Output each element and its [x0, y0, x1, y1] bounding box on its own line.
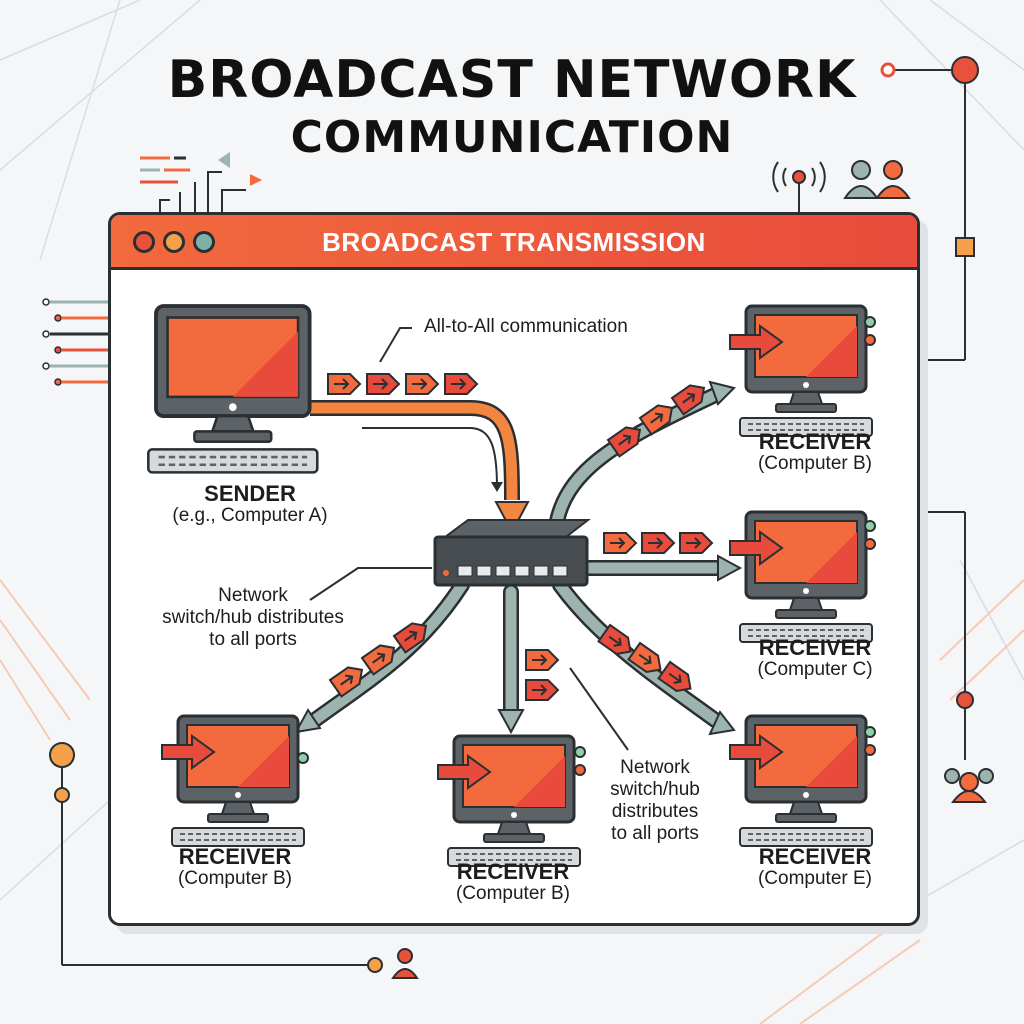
page-title-line-2: COMMUNICATION [290, 112, 734, 163]
network-switch [433, 519, 591, 587]
receiver-label-2: RECEIVER (Computer C) [757, 635, 873, 681]
sender-computer [146, 304, 320, 475]
group-icon [944, 768, 994, 803]
page-title-line-1: BROADCAST NETWORK [167, 50, 857, 110]
receiver-label-5: RECEIVER (Computer B) [455, 859, 571, 905]
all-to-all-annotation: All-to-All communication [424, 316, 628, 337]
receiver-computer-2 [729, 510, 874, 644]
maximize-dot-icon[interactable] [193, 231, 215, 253]
switch-note-left: Network switch/hub distributes to all po… [162, 585, 344, 650]
sender-label: SENDER (e.g., Computer A) [172, 481, 328, 527]
receiver-computer-4 [161, 714, 306, 848]
receiver-computer-5 [437, 734, 582, 868]
user-icon [391, 948, 419, 979]
receiver-label-3: RECEIVER (Computer E) [757, 844, 873, 890]
status-dots [297, 316, 876, 776]
receiver-computer-3 [729, 714, 874, 848]
users-icon [843, 160, 911, 199]
receiver-computer-1 [729, 304, 874, 438]
link-arrowheads [294, 380, 743, 736]
window-title: BROADCAST TRANSMISSION [322, 227, 706, 257]
close-dot-icon[interactable] [133, 231, 155, 253]
window-titlebar: BROADCAST TRANSMISSION [111, 215, 917, 270]
receiver-label-4: RECEIVER (Computer B) [177, 844, 293, 890]
receiver-label-1: RECEIVER (Computer B) [757, 429, 873, 475]
minimize-dot-icon[interactable] [163, 231, 185, 253]
switch-note-bottom: Network switch/hub distributes to all po… [610, 757, 700, 844]
